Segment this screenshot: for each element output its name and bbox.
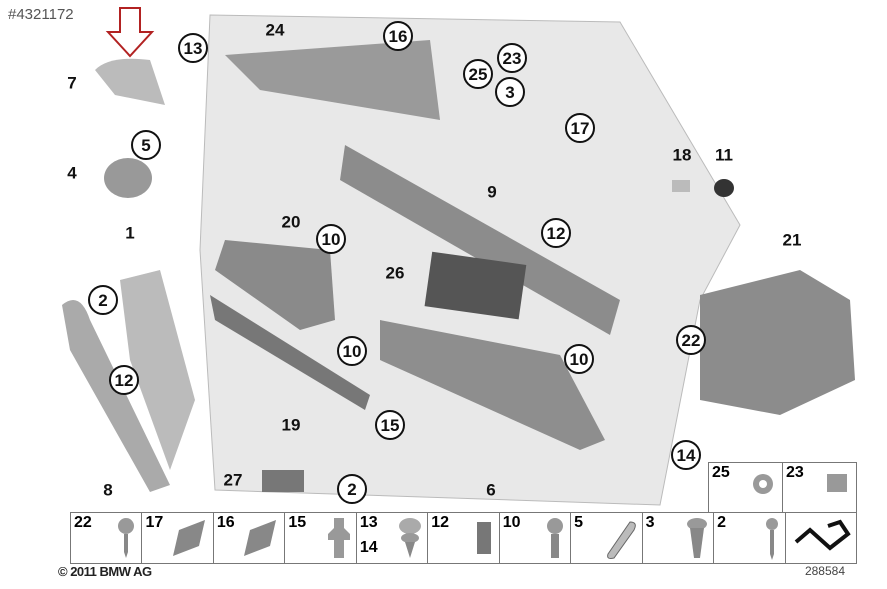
callout: 27 [223, 470, 243, 490]
callout: 6 [486, 480, 496, 500]
clip-icon [827, 474, 847, 492]
part-cell: 3 [643, 513, 715, 563]
callout: 5 [131, 130, 161, 160]
callout: 23 [497, 43, 527, 73]
cap-4 [104, 158, 152, 198]
part-number: 2 [717, 514, 726, 531]
part-number: 15 [288, 514, 307, 531]
callout: 10 [564, 344, 594, 374]
expanding-rivet-icon [687, 518, 708, 558]
part-cell: 12 [428, 513, 500, 563]
callout: 11 [715, 145, 733, 165]
callout: 14 [671, 440, 701, 470]
clip-icon [244, 520, 277, 556]
part-number: 13 [359, 514, 378, 531]
part-number: 10 [502, 514, 521, 531]
callout: 20 [281, 212, 301, 232]
part-number: 12 [431, 514, 450, 531]
part-cell [786, 513, 856, 563]
part-number: 17 [145, 514, 164, 531]
part-cell: 2 [714, 513, 786, 563]
part-number: 23 [786, 464, 804, 481]
part-cell: 17 [142, 513, 214, 563]
callout: 18 [672, 145, 692, 165]
screw-icon [118, 518, 135, 558]
bolt-icon [547, 518, 564, 558]
bracket-21 [700, 270, 855, 415]
callout: 8 [103, 480, 113, 500]
screw-icon [765, 518, 778, 560]
callout: 25 [463, 59, 493, 89]
expanding-clip-icon [327, 518, 350, 558]
callout: 2 [337, 474, 367, 504]
callout: 24 [265, 20, 285, 40]
upper-trim [225, 40, 440, 120]
part-number: 5 [574, 514, 584, 531]
part-number: 3 [645, 514, 655, 531]
callout: 3 [495, 77, 525, 107]
cover-7 [95, 58, 165, 105]
reference-id: #4321172 [8, 6, 74, 23]
diagram-number: 288584 [804, 564, 845, 578]
part-cell: 5 [571, 513, 643, 563]
callout: 4 [67, 163, 77, 183]
switch-panel [215, 240, 335, 330]
callout: 21 [782, 230, 802, 250]
callout: 26 [385, 263, 405, 283]
assembly-symbol-icon [794, 519, 851, 551]
clip-icon [172, 520, 205, 556]
speaker-grille-26 [424, 251, 527, 320]
part-cell: 15 [285, 513, 357, 563]
callout: 17 [565, 113, 595, 143]
part-number: 14 [359, 539, 378, 556]
clip-nut-icon [476, 522, 491, 554]
cover-cap-icon [606, 521, 636, 559]
callout: 9 [487, 182, 497, 202]
part-cell: 16 [214, 513, 286, 563]
callout: 10 [316, 224, 346, 254]
callout: 16 [383, 21, 413, 51]
callout: 1 [125, 223, 135, 243]
part-cell: 25 [709, 463, 783, 513]
callout: 10 [337, 336, 367, 366]
clip-27 [262, 470, 304, 492]
callout: 19 [281, 415, 301, 435]
callout: 2 [88, 285, 118, 315]
part-cell: 22 [71, 513, 143, 563]
small-parts-top-row: 25 23 [708, 462, 857, 513]
armrest-trim [340, 145, 620, 335]
callout: 12 [109, 365, 139, 395]
lower-trim-19 [210, 295, 370, 410]
part-number: 22 [74, 514, 92, 531]
callout: 15 [375, 410, 405, 440]
clip-18 [672, 180, 690, 192]
copyright: © 2011 BMW AG [58, 564, 152, 579]
handle-8 [62, 300, 170, 492]
plug-11 [714, 179, 734, 197]
armrest-pad-6 [380, 320, 605, 450]
callout: 22 [676, 325, 706, 355]
red-arrow-icon [105, 7, 155, 58]
part-cell: 23 [783, 463, 856, 513]
push-rivet-icon [399, 518, 422, 558]
callout: 13 [178, 33, 208, 63]
star-washer-icon [753, 474, 773, 494]
part-number: 16 [216, 514, 235, 531]
grip-12 [120, 270, 195, 470]
callout: 12 [541, 218, 571, 248]
part-cell: 10 [500, 513, 572, 563]
part-number: 25 [712, 464, 730, 481]
callout: 7 [67, 73, 77, 93]
